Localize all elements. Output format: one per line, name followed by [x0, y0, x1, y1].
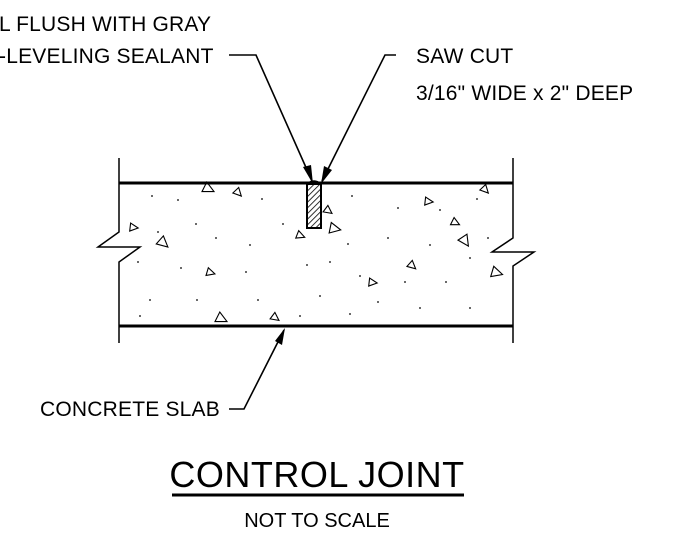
aggregate-sand-dot [149, 299, 151, 301]
sawcut-arrowhead [321, 166, 332, 184]
aggregate-sand-dot [282, 223, 284, 225]
leader-arrowheads [275, 165, 332, 345]
aggregate-sand-dot [177, 199, 179, 201]
aggregate-stone [155, 234, 169, 248]
sealant-tooled-surface [306, 180, 322, 185]
aggregate-sand-dot [419, 307, 421, 309]
aggregate-sand-dot [397, 207, 399, 209]
aggregate-stone [478, 183, 490, 194]
aggregate-sand-dot [245, 271, 247, 273]
aggregate-sand-dot [404, 281, 406, 283]
aggregate-sand-dot [349, 313, 351, 315]
aggregate-sand-dot [299, 315, 301, 317]
aggregate-sand-dot [439, 209, 441, 211]
aggregate-sand-dot [469, 257, 471, 259]
aggregate-stone [449, 216, 461, 226]
aggregate-sand-dot [377, 301, 379, 303]
aggregate-sand-dot [249, 244, 251, 246]
aggregate-stone [129, 222, 140, 232]
right-break-line [489, 158, 537, 343]
left-break-line [95, 158, 143, 343]
drawing-title: CONTROL JOINT [169, 454, 464, 495]
aggregate-sand-dot [329, 261, 331, 263]
sealant-arrowhead [303, 165, 313, 184]
aggregate-stone [424, 196, 435, 206]
aggregate-stone [294, 229, 306, 239]
aggregate-sand-dot [306, 264, 308, 266]
aggregate-stone [205, 266, 217, 277]
aggregate-sand-dot [445, 281, 447, 283]
aggregate-sand-dot [180, 267, 182, 269]
aggregate-stone [231, 186, 243, 197]
aggregate-stone [405, 259, 417, 270]
leaders [229, 54, 396, 410]
aggregate-sand-dot [196, 299, 198, 301]
concrete-aggregate-pattern [129, 180, 504, 323]
aggregate-stone [201, 180, 216, 193]
slab-arrowhead [275, 328, 285, 345]
aggregate-sand-dot [319, 295, 321, 297]
sealant-fill [306, 183, 322, 229]
aggregate-sand-dot [139, 315, 141, 317]
sealant-note-line-1: L FLUSH WITH GRAY [0, 13, 211, 36]
aggregate-stone [456, 233, 470, 248]
aggregate-sand-dot [387, 237, 389, 239]
aggregate-sand-dot [347, 243, 349, 245]
aggregate-sand-dot [157, 231, 159, 233]
aggregate-sand-dot [195, 223, 197, 225]
drawing-scale-note: NOT TO SCALE [244, 510, 390, 532]
aggregate-sand-dot [487, 237, 489, 239]
aggregate-sand-dot [476, 198, 478, 200]
saw-cut-joint [306, 180, 322, 229]
sawcut-note-line-2: 3/16" WIDE x 2" DEEP [416, 82, 633, 105]
aggregate-stone [328, 221, 342, 234]
aggregate-sand-dot [429, 244, 431, 246]
aggregate-sand-dot [351, 195, 353, 197]
slab-leader [229, 329, 285, 410]
aggregate-sand-dot [261, 198, 263, 200]
aggregate-sand-dot [215, 237, 217, 239]
aggregate-sand-dot [257, 299, 259, 301]
sawcut-leader [321, 54, 396, 182]
sawcut-note-line-1: SAW CUT [416, 45, 513, 68]
aggregate-stone [214, 310, 229, 323]
sealant-leader [229, 54, 313, 182]
slab-note: CONCRETE SLAB [40, 398, 220, 421]
sealant-note-line-2: -LEVELING SEALANT [0, 45, 214, 68]
aggregate-stone [269, 311, 280, 322]
aggregate-sand-dot [137, 261, 139, 263]
aggregate-sand-dot [469, 307, 471, 309]
aggregate-sand-dot [359, 275, 361, 277]
aggregate-sand-dot [151, 195, 153, 197]
aggregate-stone [368, 277, 379, 287]
aggregate-stone [489, 265, 504, 278]
aggregate-stone [322, 204, 333, 215]
